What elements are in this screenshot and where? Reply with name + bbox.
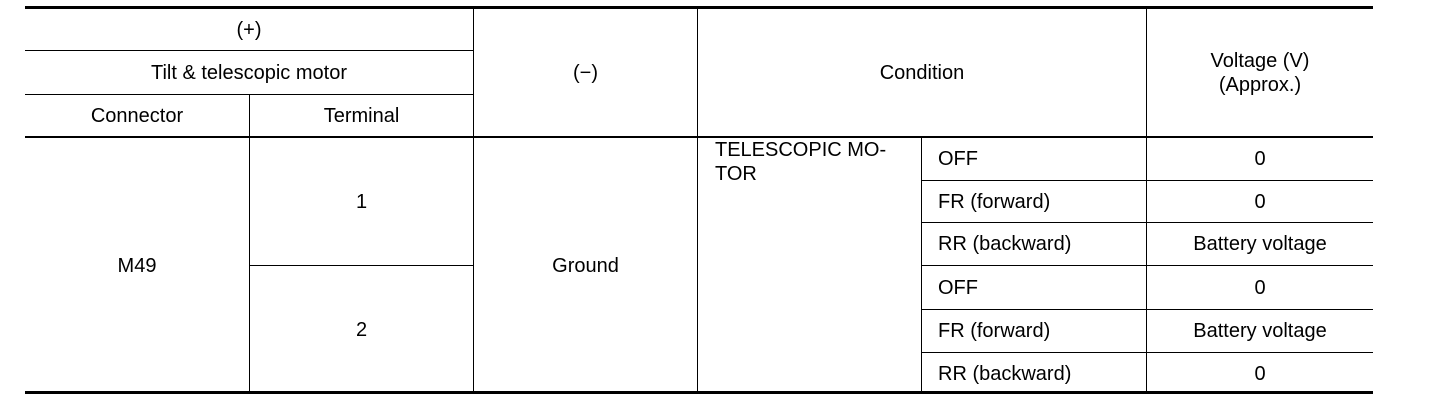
ground-value: Ground [552,255,619,277]
divider [473,9,474,394]
terminal-2: 2 [355,319,368,341]
divider [249,265,473,266]
voltage-value: 0 [1254,276,1266,299]
condition-main-line1: TELESCOPIC MO- [715,139,887,161]
divider [249,94,250,394]
voltage-value: 0 [1254,190,1266,213]
divider [1146,9,1147,394]
divider [921,222,1373,223]
condition-main: TELESCOPIC MO- TOR [715,138,915,394]
sub-condition: OFF [938,148,978,170]
voltage-value: Battery voltage [1193,320,1327,342]
divider [921,352,1373,353]
voltage-value: 0 [1254,362,1266,385]
terminal-1: 1 [355,190,368,213]
sub-condition: RR (backward) [938,362,1072,385]
divider [921,265,1373,266]
header-divider [25,136,1373,138]
divider [697,9,698,394]
header-motor: Tilt & telescopic motor [151,61,347,84]
header-voltage-line2: (Approx.) [1218,73,1302,96]
divider [25,94,473,95]
divider [25,50,473,51]
condition-main-line2: TOR [715,163,757,185]
header-terminal: Terminal [323,104,400,127]
sub-condition: OFF [938,276,978,299]
divider [921,309,1373,310]
voltage-value: Battery voltage [1193,233,1327,255]
header-plus: (+) [236,18,262,41]
sub-condition: FR (forward) [938,190,1051,213]
header-minus: (−) [573,61,598,84]
sub-condition: FR (forward) [938,320,1051,342]
header-condition: Condition [879,61,965,84]
header-voltage-line1: Voltage (V) [1210,49,1310,72]
divider [921,180,1373,181]
header-connector: Connector [90,104,184,127]
data-table: (+) Tilt & telescopic motor Connector Te… [25,6,1373,394]
connector-value: M49 [117,255,157,277]
voltage-value: 0 [1254,148,1266,170]
header-voltage: Voltage (V) (Approx.) [1147,9,1373,136]
sub-condition: RR (backward) [938,233,1072,255]
